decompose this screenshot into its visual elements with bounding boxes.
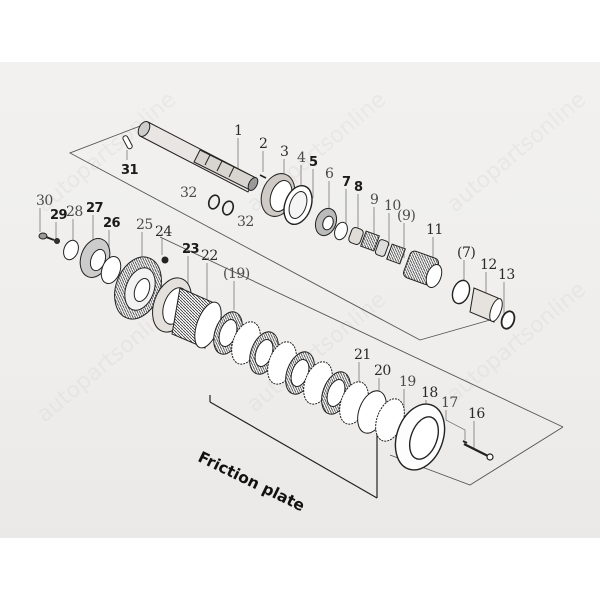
- part-16-bolt: [463, 443, 489, 457]
- part-10-spacer: [374, 239, 390, 257]
- callout-8: 8: [354, 180, 363, 195]
- callout-21: 21: [354, 347, 371, 363]
- part-9-bearing: [360, 230, 380, 252]
- callout-19-ref: (19): [223, 266, 250, 282]
- part-32-ring: [207, 194, 221, 210]
- callout-2: 2: [259, 136, 268, 152]
- part-28-plate: [63, 239, 79, 261]
- friction-plate-stack: [213, 311, 405, 442]
- part-32-ring: [221, 200, 235, 216]
- part-30-bolt: [38, 232, 48, 240]
- callout-22: 22: [201, 248, 218, 264]
- callout-9: 9: [370, 192, 379, 208]
- part-17-pin: [462, 440, 468, 444]
- callout-24: 24: [155, 224, 172, 240]
- callout-19: 19: [399, 374, 416, 390]
- callout-28: 28: [66, 204, 83, 220]
- callout-4: 4: [297, 150, 306, 166]
- callout-18: 18: [421, 385, 438, 401]
- callout-12: 12: [480, 257, 497, 273]
- part-9b-bearing: [386, 243, 406, 265]
- part-26-ring: [100, 255, 122, 285]
- part-31-key: [122, 135, 133, 150]
- part-1-shaft: [137, 121, 259, 193]
- callout-29: 29: [50, 208, 68, 223]
- callout-13: 13: [498, 267, 515, 283]
- callout-26: 26: [103, 216, 121, 231]
- callout-10: 10: [384, 198, 401, 214]
- callout-9-ref: (9): [397, 208, 416, 224]
- part-2-pin: [259, 174, 267, 179]
- callout-31: 31: [121, 163, 139, 178]
- callout-5: 5: [309, 155, 318, 170]
- upper-shaft-assembly: [122, 121, 516, 330]
- callout-25: 25: [136, 217, 153, 233]
- callout-7-ref: (7): [457, 245, 476, 261]
- callout-23: 23: [182, 242, 200, 257]
- callout-7: 7: [342, 175, 351, 190]
- callout-27: 27: [86, 201, 104, 216]
- callout-16: 16: [468, 406, 485, 422]
- callout-1: 1: [234, 123, 243, 139]
- part-7-ring: [334, 221, 348, 241]
- callout-6: 6: [325, 166, 334, 182]
- callout-30: 30: [36, 193, 53, 209]
- part-24-ball: [161, 256, 169, 264]
- part-7b-washer: [451, 279, 471, 305]
- callout-32b: 32: [237, 214, 254, 230]
- part-29-washer: [54, 238, 60, 244]
- part-13-nut: [500, 310, 516, 330]
- callout-32a: 32: [180, 185, 197, 201]
- callout-20: 20: [374, 363, 391, 379]
- upper-assembly-boundary: [68, 122, 491, 341]
- callout-17: 17: [441, 395, 458, 411]
- lower-clutch-assembly: [38, 232, 494, 471]
- part-8-bush: [348, 227, 364, 245]
- callout-11: 11: [426, 222, 443, 238]
- callout-3: 3: [280, 144, 289, 160]
